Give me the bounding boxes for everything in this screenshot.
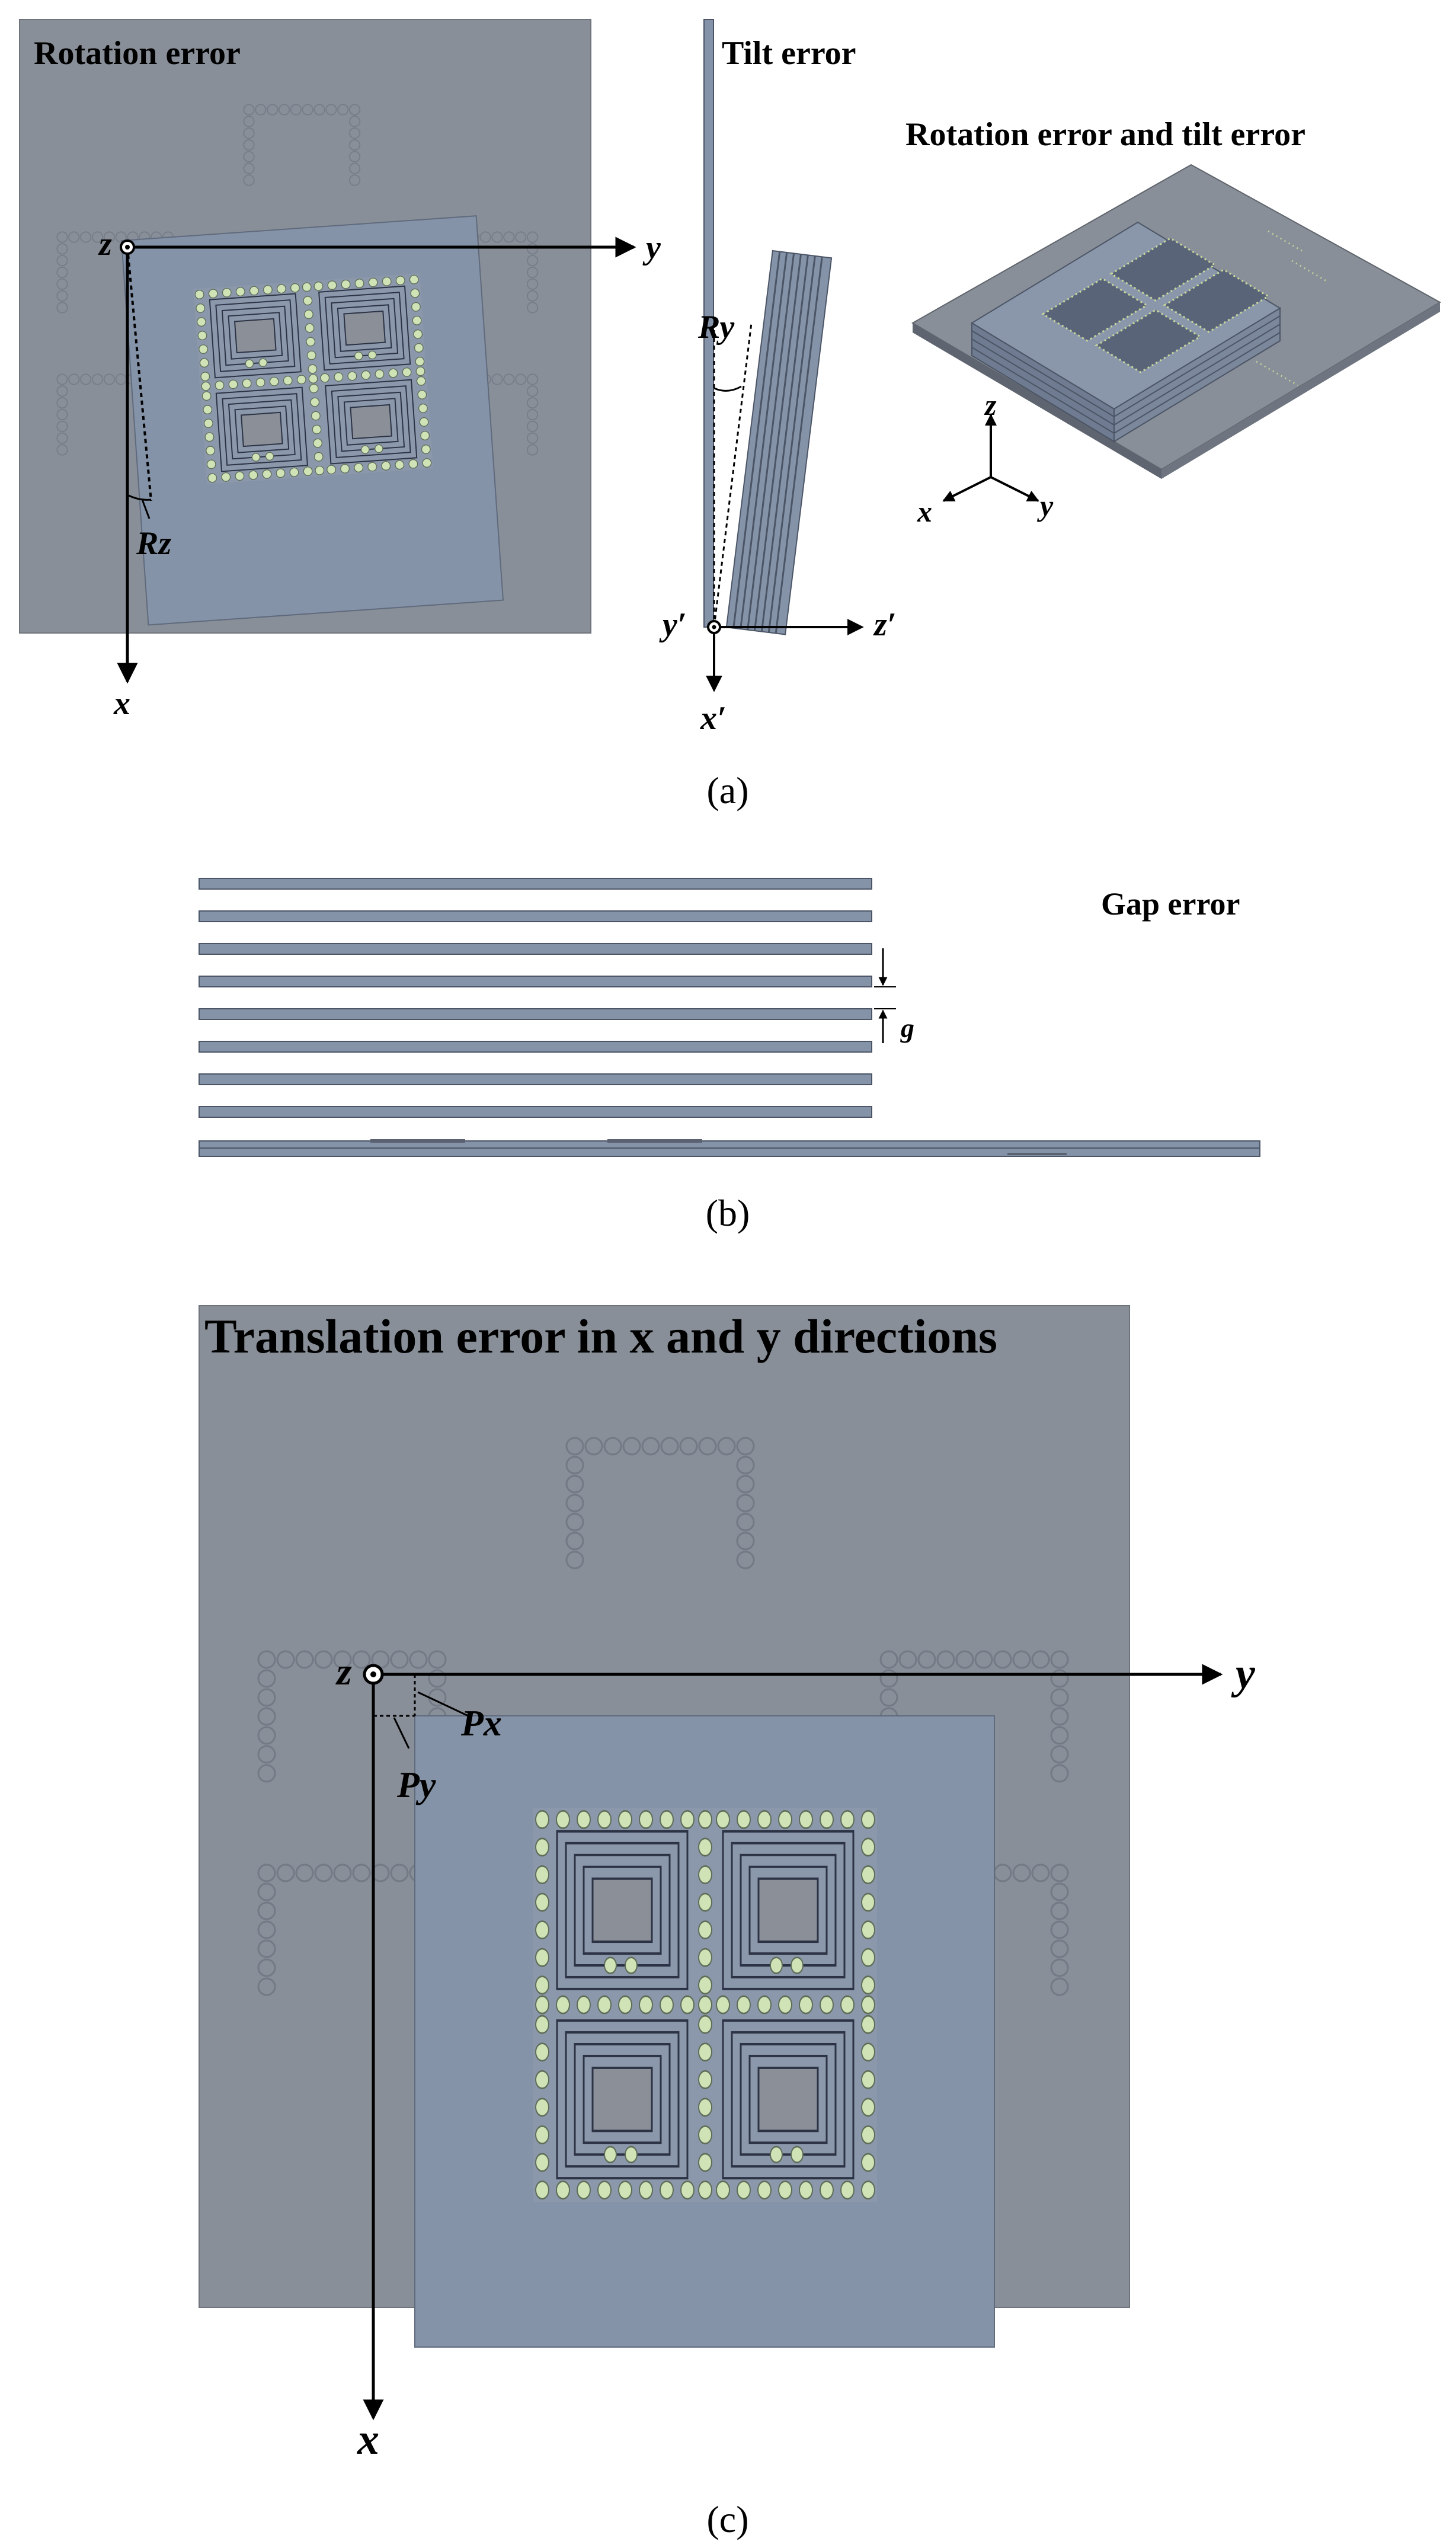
ry-label: Ry — [697, 309, 735, 346]
x-axis-label: x — [113, 685, 130, 722]
rotated-coil-plate — [120, 215, 504, 626]
rz-label: Rz — [136, 525, 171, 562]
x-axis-3d — [942, 476, 991, 502]
z-axis-label-c: z — [335, 1650, 352, 1693]
x-axis-3d-label: x — [917, 495, 932, 528]
rotated-x-dashed-line — [126, 247, 152, 501]
x-axis-label-c: x — [357, 2415, 379, 2464]
y-axis-3d — [990, 476, 1039, 502]
gap-label: g — [900, 1013, 914, 1043]
caption-c: (c) — [706, 2498, 748, 2540]
rotation-error-title: Rotation error — [34, 35, 241, 72]
combined-error-isometric-view: Rotation error and tilt error z x y — [905, 116, 1442, 528]
x-prime-label: x′ — [700, 700, 727, 737]
z-axis-3d-label: z — [984, 388, 997, 421]
rz-angle-arc — [127, 494, 152, 501]
coil-module-c — [532, 1807, 878, 2203]
tilt-error-title: Tilt error — [722, 35, 856, 72]
z-prime-label: z′ — [873, 606, 897, 643]
y-axis-3d-label: y — [1037, 489, 1054, 522]
rotation-error-view: Rotation error z y x Rz — [19, 19, 661, 722]
tilt-error-view: Tilt error Ry y′ z′ x′ — [659, 19, 897, 737]
tilted-dashed-line — [713, 322, 753, 628]
py-label: Py — [396, 1765, 436, 1805]
px-label: Px — [460, 1703, 502, 1744]
combined-error-title: Rotation error and tilt error — [905, 116, 1305, 153]
stacked-layers — [199, 878, 872, 1118]
caption-b: (b) — [706, 1192, 750, 1234]
z-axis-label: z — [98, 226, 112, 263]
translation-error-view: Translation error in x and y directions … — [199, 1305, 1256, 2464]
ry-angle-arc — [713, 385, 742, 392]
gap-error-title: Gap error — [1101, 886, 1240, 922]
y-axis-label: y — [642, 229, 661, 266]
y-axis-label-c: y — [1231, 1649, 1256, 1698]
gap-error-view: g Gap error — [199, 878, 1260, 1157]
tilted-coil-stack — [725, 250, 833, 635]
translation-error-title: Translation error in x and y directions — [204, 1309, 997, 1363]
coil-windows-3d — [1041, 237, 1270, 373]
caption-a: (a) — [706, 769, 748, 811]
y-prime-label: y′ — [659, 606, 687, 643]
